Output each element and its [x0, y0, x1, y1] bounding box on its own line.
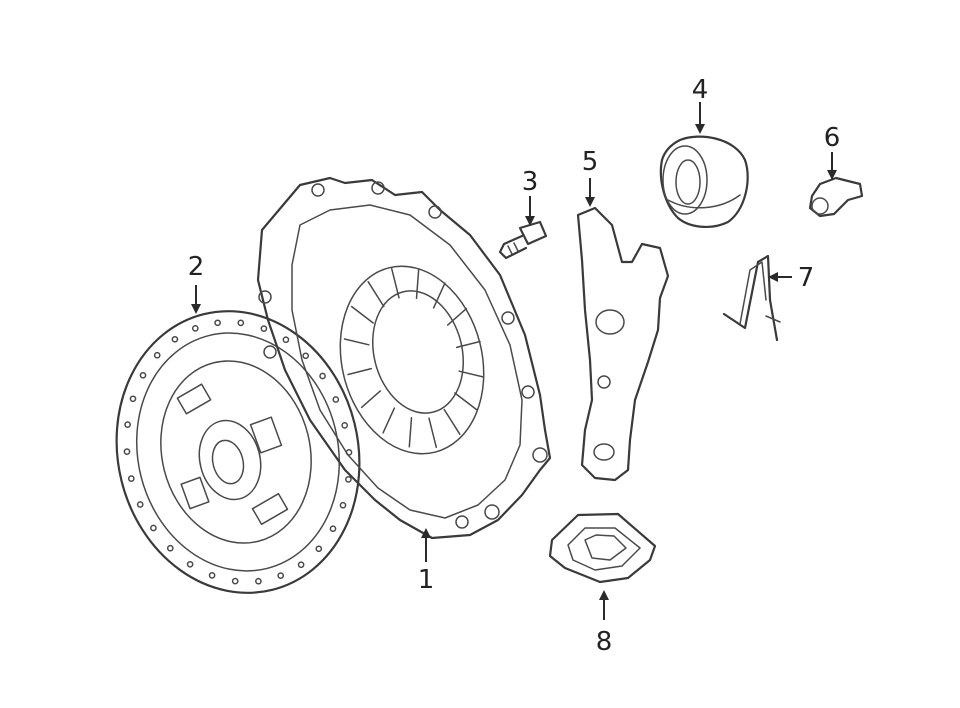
pivot-ball — [808, 176, 864, 218]
callout-4: 4 — [692, 75, 709, 105]
spring-clip — [722, 254, 781, 342]
disc-rivet — [339, 501, 347, 509]
disc-rivet — [319, 372, 326, 380]
leader-lines — [191, 102, 837, 620]
callout-7: 7 — [798, 263, 815, 293]
disc-rivet — [341, 422, 349, 429]
diaphragm-finger — [458, 370, 485, 378]
diaphragm-finger — [443, 408, 461, 435]
disc-rivet — [332, 396, 340, 403]
clutch-disc — [115, 310, 361, 594]
diaphragm-finger — [390, 267, 400, 299]
disc-rivet — [153, 351, 161, 359]
disc-rivet — [208, 572, 216, 579]
diaphragm-finger — [343, 338, 370, 346]
disc-rivet — [123, 448, 131, 455]
disc-rivet — [282, 336, 290, 344]
diaphragm-finger — [415, 268, 420, 300]
callout-2: 2 — [188, 252, 205, 282]
diaphragm-finger — [408, 416, 413, 448]
diaphragm-finger — [350, 305, 374, 324]
callout-labels: 1 2 3 4 5 6 7 8 — [188, 75, 841, 657]
disc-rivet — [127, 475, 135, 482]
diaphragm-finger — [360, 390, 382, 409]
disc-rivet — [315, 545, 323, 553]
diaphragm-finger — [347, 367, 373, 376]
disc-rivet — [329, 525, 337, 533]
diaphragm-finger — [454, 392, 478, 411]
disc-rivet — [297, 561, 305, 569]
disc-rivet — [136, 501, 144, 508]
disc-rivet — [191, 325, 199, 332]
disc-rivet — [129, 395, 137, 403]
disc-rivet — [124, 421, 131, 428]
disc-rivet — [231, 577, 239, 585]
dust-boot — [548, 512, 657, 584]
diaphragm-finger — [382, 407, 396, 434]
diaphragm-finger — [428, 417, 438, 449]
diaphragm-finger — [367, 281, 385, 308]
callout-8: 8 — [596, 627, 613, 657]
disc-rivet — [139, 371, 147, 379]
callout-6: 6 — [824, 123, 841, 153]
callout-5: 5 — [582, 147, 599, 177]
disc-rivet — [186, 560, 194, 568]
disc-rivet — [150, 524, 157, 532]
disc-rivet — [260, 325, 268, 332]
diaphragm-finger — [455, 340, 481, 349]
disc-rivet — [237, 319, 245, 327]
release-fork — [576, 206, 670, 482]
callout-3: 3 — [522, 167, 539, 197]
diaphragm-finger — [432, 282, 446, 309]
disc-rivet — [302, 352, 310, 360]
diaphragm-finger — [446, 307, 468, 326]
disc-rivet — [171, 335, 179, 343]
disc-rivet — [214, 319, 221, 327]
pressure-plate — [256, 176, 552, 540]
release-bearing — [659, 135, 749, 228]
bolt — [498, 220, 548, 260]
disc-rivet — [255, 577, 262, 585]
callout-1: 1 — [418, 565, 435, 595]
disc-rivet — [277, 572, 285, 579]
disc-rivet — [345, 476, 352, 483]
disc-rivet — [166, 544, 174, 552]
